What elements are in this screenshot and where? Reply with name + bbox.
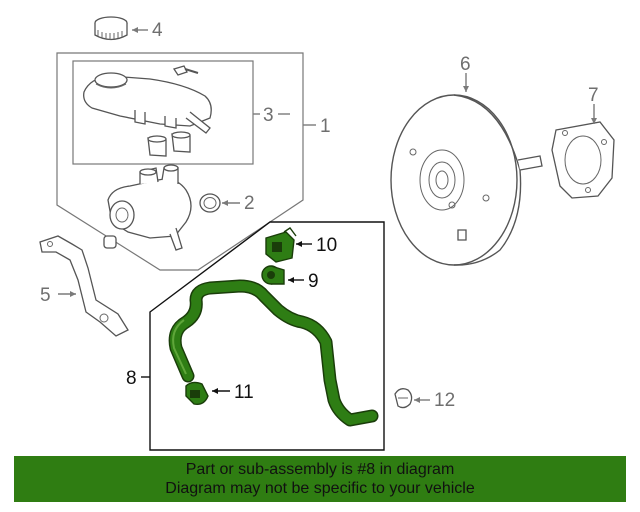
callout-8: 8: [126, 368, 137, 389]
banner-line-1: Part or sub-assembly is #8 in diagram: [185, 461, 455, 478]
o-ring-seal[interactable]: [199, 193, 221, 213]
hose-clamp-10[interactable]: [265, 227, 297, 263]
brake-booster[interactable]: [390, 94, 543, 266]
info-banner: Part or sub-assembly is #8 in diagram Di…: [14, 456, 626, 502]
assembly-box-3: [72, 60, 254, 165]
hose-clip-12[interactable]: [394, 388, 413, 409]
assembly-outline-1: [56, 52, 304, 271]
reservoir-bolt[interactable]: [172, 65, 199, 76]
banner-line-2: Diagram may not be specific to your vehi…: [165, 480, 475, 497]
bracket[interactable]: [39, 235, 129, 337]
master-cylinder[interactable]: [103, 164, 192, 251]
callout-10: 10: [316, 235, 337, 256]
callout-3: 3: [263, 105, 274, 126]
callout-12: 12: [434, 390, 455, 411]
hose-group-outline-8: [149, 221, 385, 451]
callout-9: 9: [308, 271, 319, 292]
booster-gasket[interactable]: [551, 121, 615, 199]
brake-fluid-reservoir[interactable]: [83, 72, 212, 134]
callout-7: 7: [588, 85, 599, 106]
hose-grommet-9[interactable]: [261, 265, 285, 285]
callout-6: 6: [460, 54, 471, 75]
callout-4: 4: [152, 20, 163, 41]
callout-5: 5: [40, 285, 51, 306]
reservoir-grommets[interactable]: [147, 131, 191, 157]
callout-2: 2: [244, 193, 255, 214]
hose-clamp-11[interactable]: [185, 381, 209, 406]
reservoir-cap[interactable]: [94, 16, 128, 41]
callout-11: 11: [234, 382, 254, 403]
parts-diagram: 4 1 3 2: [39, 16, 615, 451]
callout-1: 1: [320, 116, 331, 137]
